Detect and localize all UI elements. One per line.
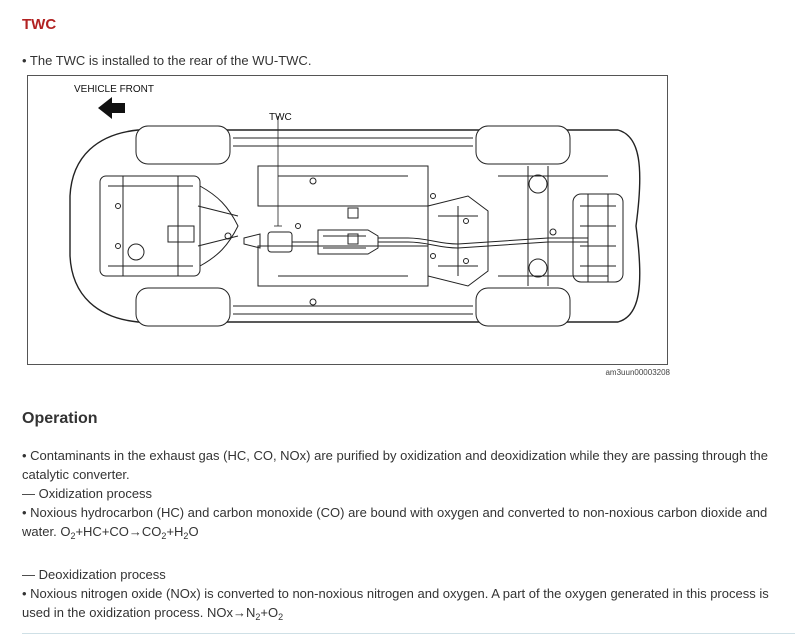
oxidization-text: • Noxious hydrocarbon (HC) and carbon mo… xyxy=(22,505,768,539)
deoxidization-formula: NOx→N2+O2 xyxy=(207,605,284,622)
oxidization-formula: O2+HC+CO→CO2+H2O xyxy=(60,524,199,541)
twc-label: TWC xyxy=(269,112,292,123)
paragraph-contaminants: • Contaminants in the exhaust gas (HC, C… xyxy=(22,448,768,482)
front-arrow-icon xyxy=(98,97,125,119)
oxidization-heading: — Oxidization process xyxy=(22,486,153,501)
vehicle-front-label: VEHICLE FRONT xyxy=(74,84,154,95)
paragraph-deoxidization: • Noxious nitrogen oxide (NOx) is conver… xyxy=(22,584,792,627)
underbody-diagram: VEHICLE FRONT TWC xyxy=(27,75,668,365)
deoxidization-heading: — Deoxidization process xyxy=(22,567,166,582)
figure-code: am3uun00003208 xyxy=(605,368,670,377)
deoxidization-text: • Noxious nitrogen oxide (NOx) is conver… xyxy=(22,586,769,620)
paragraph-oxidization: • Noxious hydrocarbon (HC) and carbon mo… xyxy=(22,503,792,546)
bottom-divider xyxy=(22,633,795,634)
underbody-drawing: VEHICLE FRONT TWC xyxy=(69,84,641,327)
operation-body: • Contaminants in the exhaust gas (HC, C… xyxy=(22,446,792,627)
operation-title: Operation xyxy=(22,410,98,427)
section-title: TWC xyxy=(22,16,57,33)
intro-text: • The TWC is installed to the rear of th… xyxy=(22,53,312,68)
